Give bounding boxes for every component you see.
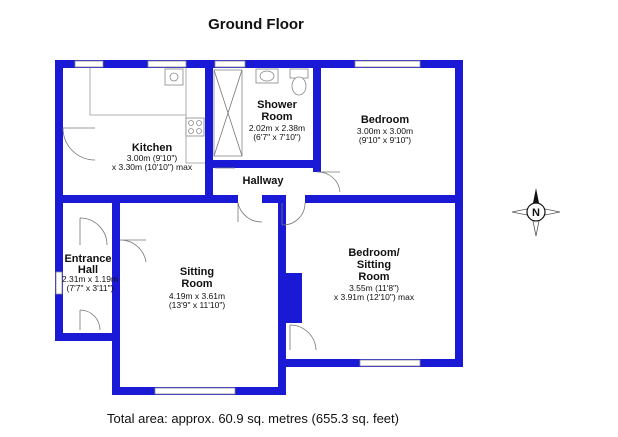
shower-dim1: 2.02m x 2.38m — [249, 123, 305, 133]
shower-dim2: (6'7" x 7'10") — [253, 132, 301, 142]
room-entrance: Entrance Hall 2.31m x 1.19m (7'7" x 3'11… — [62, 253, 118, 293]
entrance-dim2: (7'7" x 3'11") — [67, 283, 114, 293]
doors — [62, 127, 341, 351]
room-bed-sitting: Bedroom/ Sitting Room 3.55m (11'8") x 3.… — [334, 247, 415, 302]
floor-title: Ground Floor — [208, 16, 304, 33]
sitting-dim2: (13'9" x 11'10") — [169, 300, 226, 310]
room-bedroom: Bedroom 3.00m x 3.00m (9'10" x 9'10") — [357, 114, 413, 145]
bed-sitting-name1: Bedroom/ — [348, 247, 399, 259]
shower-name2: Room — [261, 111, 292, 123]
sitting-name2: Room — [181, 278, 212, 290]
room-hallway: Hallway — [243, 175, 285, 187]
kitchen-dim1: 3.00m (9'10") — [127, 153, 178, 163]
room-sitting: Sitting Room 4.19m x 3.61m (13'9" x 11'1… — [169, 266, 226, 310]
entrance-name1: Entrance — [64, 253, 111, 265]
windows — [55, 60, 421, 395]
hob-icon — [185, 117, 205, 137]
shower-name1: Shower — [257, 99, 297, 111]
entrance-name2: Hall — [78, 264, 98, 276]
room-shower: Shower Room 2.02m x 2.38m (6'7" x 7'10") — [249, 99, 305, 142]
total-area: Total area: approx. 60.9 sq. metres (655… — [107, 411, 399, 426]
bedroom-dim1: 3.00m x 3.00m — [357, 126, 413, 136]
bed-sitting-dim1: 3.55m (11'8") — [349, 283, 399, 293]
bedroom-dim2: (9'10" x 9'10") — [359, 135, 411, 145]
room-kitchen: Kitchen 3.00m (9'10") x 3.30m (10'10") m… — [112, 142, 193, 172]
bed-sitting-name3: Room — [358, 271, 389, 283]
compass-label: N — [532, 207, 540, 219]
entrance-dim1: 2.31m x 1.19m — [62, 274, 118, 284]
sitting-name1: Sitting — [180, 266, 214, 278]
fixtures — [89, 68, 309, 164]
bedroom-name: Bedroom — [361, 114, 410, 126]
bed-sitting-dim2: x 3.91m (12'10") max — [334, 292, 415, 302]
kitchen-dim2: x 3.30m (10'10") max — [112, 162, 193, 172]
hallway-name: Hallway — [243, 175, 285, 187]
kitchen-name: Kitchen — [132, 142, 173, 154]
compass-icon: N — [511, 188, 561, 237]
bed-sitting-name2: Sitting — [357, 259, 391, 271]
sitting-dim1: 4.19m x 3.61m — [169, 291, 225, 301]
